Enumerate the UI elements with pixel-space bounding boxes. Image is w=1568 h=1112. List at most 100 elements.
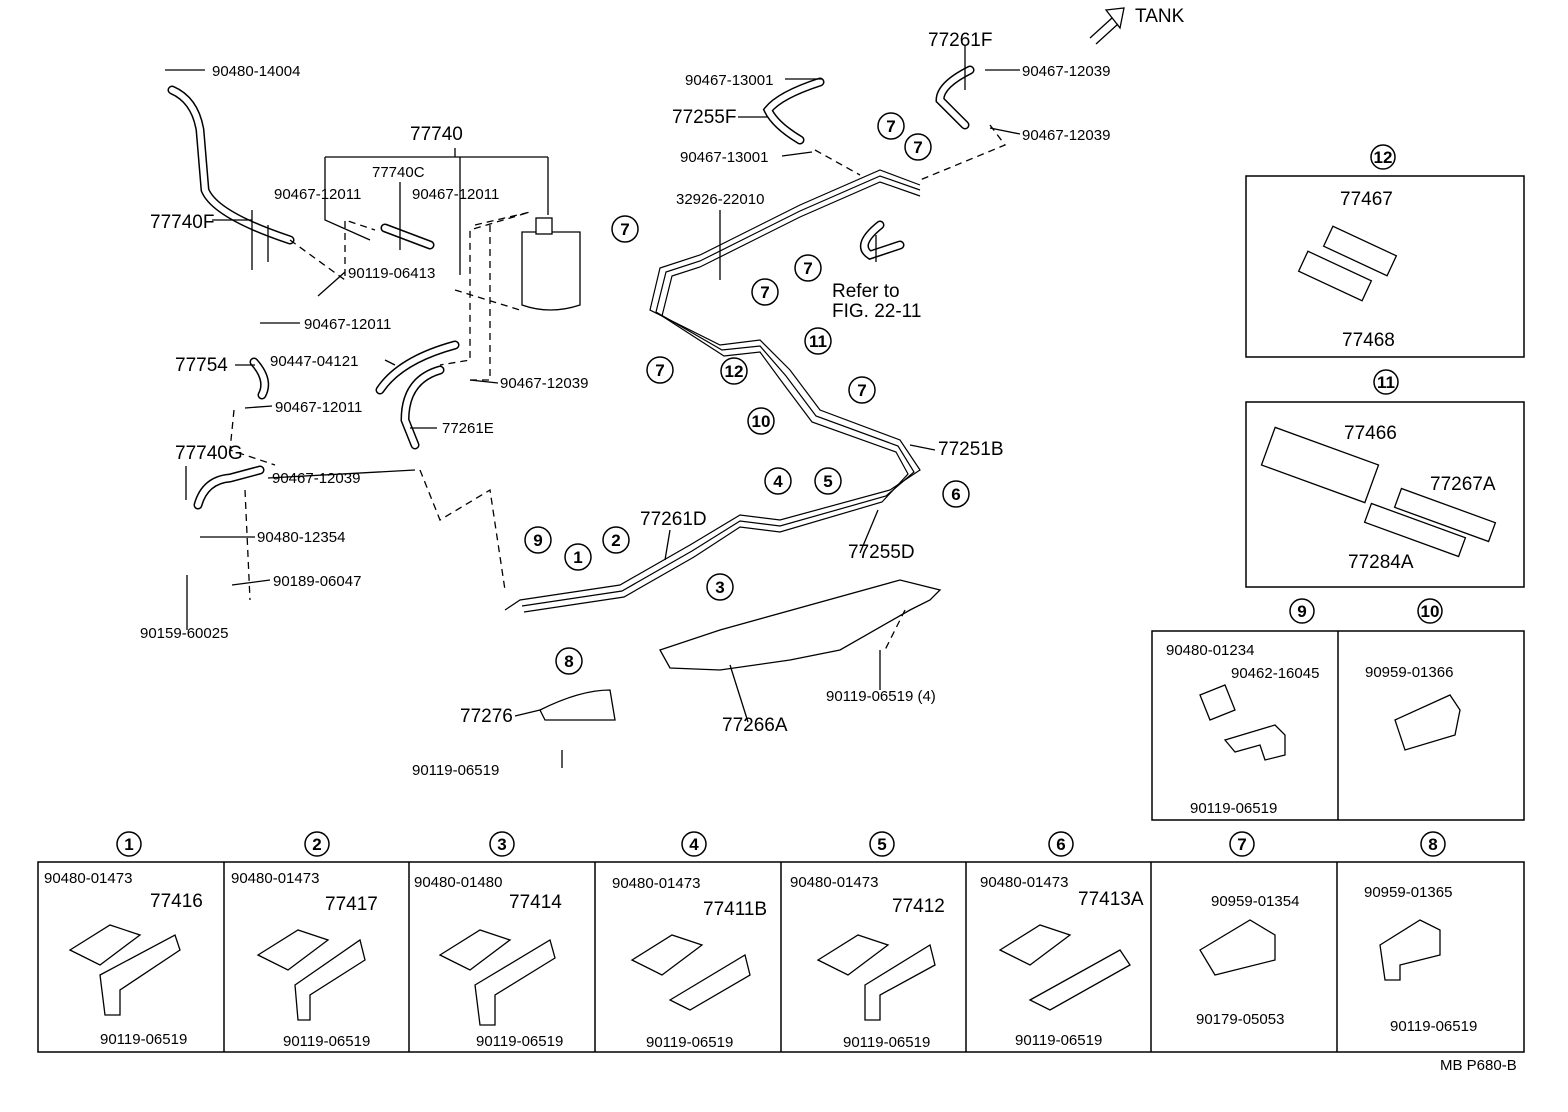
svg-text:77284A: 77284A — [1348, 552, 1414, 573]
part-label: 77255D — [848, 542, 915, 563]
svg-text:77467: 77467 — [1340, 189, 1393, 210]
callout-11: 11 — [804, 327, 832, 355]
svg-text:1: 1 — [573, 548, 582, 567]
clamp-callouts: 7 7 7 7 7 7 11 12 7 10 6 4 5 3 9 1 2 8 — [524, 112, 970, 675]
svg-text:7: 7 — [857, 381, 866, 400]
figure-id: MB P680-B — [1440, 1057, 1517, 1074]
callout-7: 7 — [904, 133, 932, 161]
part-label: 32926-22010 — [676, 191, 764, 208]
svg-text:4: 4 — [689, 835, 699, 854]
svg-text:10: 10 — [752, 412, 771, 431]
part-label: 90467-12039 — [500, 375, 588, 392]
svg-text:90480-01234: 90480-01234 — [1166, 642, 1254, 659]
callout-5: 5 — [814, 467, 842, 495]
svg-text:90480-01480: 90480-01480 — [414, 874, 502, 891]
connection-lines — [229, 124, 1007, 651]
pipes-artwork — [167, 65, 975, 721]
svg-text:90119-06519: 90119-06519 — [1015, 1032, 1102, 1049]
svg-text:77468: 77468 — [1342, 330, 1395, 351]
part-label: 90447-04121 — [270, 353, 358, 370]
svg-text:3: 3 — [497, 835, 506, 854]
svg-text:2: 2 — [312, 835, 321, 854]
svg-text:9: 9 — [1297, 602, 1306, 621]
tank-direction-arrow-icon — [1089, 7, 1125, 45]
callout-9: 9 — [524, 526, 552, 554]
svg-text:12: 12 — [1374, 148, 1393, 167]
part-label: 77740F — [150, 212, 214, 233]
svg-text:77413A: 77413A — [1078, 889, 1144, 910]
svg-text:77416: 77416 — [150, 891, 203, 912]
part-label: 90467-12011 — [412, 186, 499, 203]
callout-7: 7 — [848, 376, 876, 404]
svg-text:7: 7 — [620, 220, 629, 239]
svg-text:6: 6 — [951, 485, 960, 504]
callout-7: 7 — [751, 278, 779, 306]
part-label: 90480-12354 — [257, 529, 345, 546]
part-label: 77740G — [175, 443, 243, 464]
callout-10: 10 — [747, 407, 775, 435]
svg-text:90480-01473: 90480-01473 — [612, 875, 700, 892]
part-label: 90467-13001 — [685, 72, 773, 89]
part-label: 77754 — [175, 355, 228, 376]
svg-text:77267A: 77267A — [1430, 474, 1496, 495]
svg-text:90480-01473: 90480-01473 — [231, 870, 319, 887]
part-label: 90467-12039 — [1022, 127, 1110, 144]
part-label: 77276 — [460, 706, 513, 727]
clamp-cell-5: 5 90480-01473 77412 90119-06519 — [790, 831, 945, 1051]
callout-2: 2 — [602, 526, 630, 554]
part-label: 77266A — [722, 715, 788, 736]
svg-text:90480-01473: 90480-01473 — [790, 874, 878, 891]
svg-text:77414: 77414 — [509, 892, 562, 913]
svg-text:90119-06519: 90119-06519 — [843, 1034, 930, 1051]
svg-text:90119-06519: 90119-06519 — [283, 1033, 370, 1050]
svg-text:5: 5 — [877, 835, 886, 854]
svg-text:7: 7 — [760, 283, 769, 302]
callout-12: 12 — [720, 357, 748, 385]
clamp-detail-table: 1 90480-01473 77416 90119-06519 2 90480-01… — [37, 831, 1525, 1053]
svg-text:7: 7 — [803, 259, 812, 278]
reference-note-line1: Refer to — [832, 281, 900, 302]
part-label: 90480-14004 — [212, 63, 300, 80]
part-label: 90467-12011 — [304, 316, 391, 333]
svg-text:90119-06519: 90119-06519 — [1390, 1018, 1477, 1035]
part-label: 90119-06413 — [348, 265, 435, 282]
svg-text:90462-16045: 90462-16045 — [1231, 665, 1319, 682]
part-label: 90189-06047 — [273, 573, 361, 590]
svg-text:77412: 77412 — [892, 896, 945, 917]
reference-note-line2: FIG. 22-11 — [832, 301, 921, 322]
part-label: 90467-12039 — [272, 470, 360, 487]
svg-text:90119-06519: 90119-06519 — [100, 1031, 187, 1048]
svg-text:90119-06519: 90119-06519 — [476, 1033, 563, 1050]
svg-text:90959-01366: 90959-01366 — [1365, 664, 1453, 681]
part-label: 77740C — [372, 164, 425, 181]
callout-3: 3 — [706, 573, 734, 601]
clamp-cell-6: 6 90480-01473 77413A 90119-06519 — [980, 831, 1144, 1049]
svg-text:4: 4 — [773, 472, 783, 491]
svg-text:12: 12 — [725, 362, 744, 381]
svg-text:7: 7 — [1237, 835, 1246, 854]
svg-text:11: 11 — [1377, 373, 1395, 392]
svg-text:77466: 77466 — [1344, 423, 1397, 444]
svg-text:90119-06519: 90119-06519 — [646, 1034, 733, 1051]
svg-text:9: 9 — [533, 531, 542, 550]
svg-text:6: 6 — [1056, 835, 1065, 854]
callout-7: 7 — [877, 112, 905, 140]
svg-text:90480-01473: 90480-01473 — [980, 874, 1068, 891]
part-label: 90119-06519 (4) — [826, 688, 936, 705]
part-label: 77261F — [928, 30, 992, 51]
svg-text:8: 8 — [1428, 835, 1437, 854]
svg-text:77411B: 77411B — [703, 899, 767, 920]
detail-12-box: 12 77467 77468 — [1245, 144, 1525, 358]
svg-text:7: 7 — [886, 117, 895, 136]
svg-text:11: 11 — [809, 332, 827, 351]
callout-8: 8 — [555, 647, 583, 675]
leader-lines — [165, 45, 1021, 768]
callout-1: 1 — [564, 543, 592, 571]
svg-text:10: 10 — [1421, 602, 1440, 621]
svg-text:77417: 77417 — [325, 894, 378, 915]
svg-text:1: 1 — [124, 835, 133, 854]
